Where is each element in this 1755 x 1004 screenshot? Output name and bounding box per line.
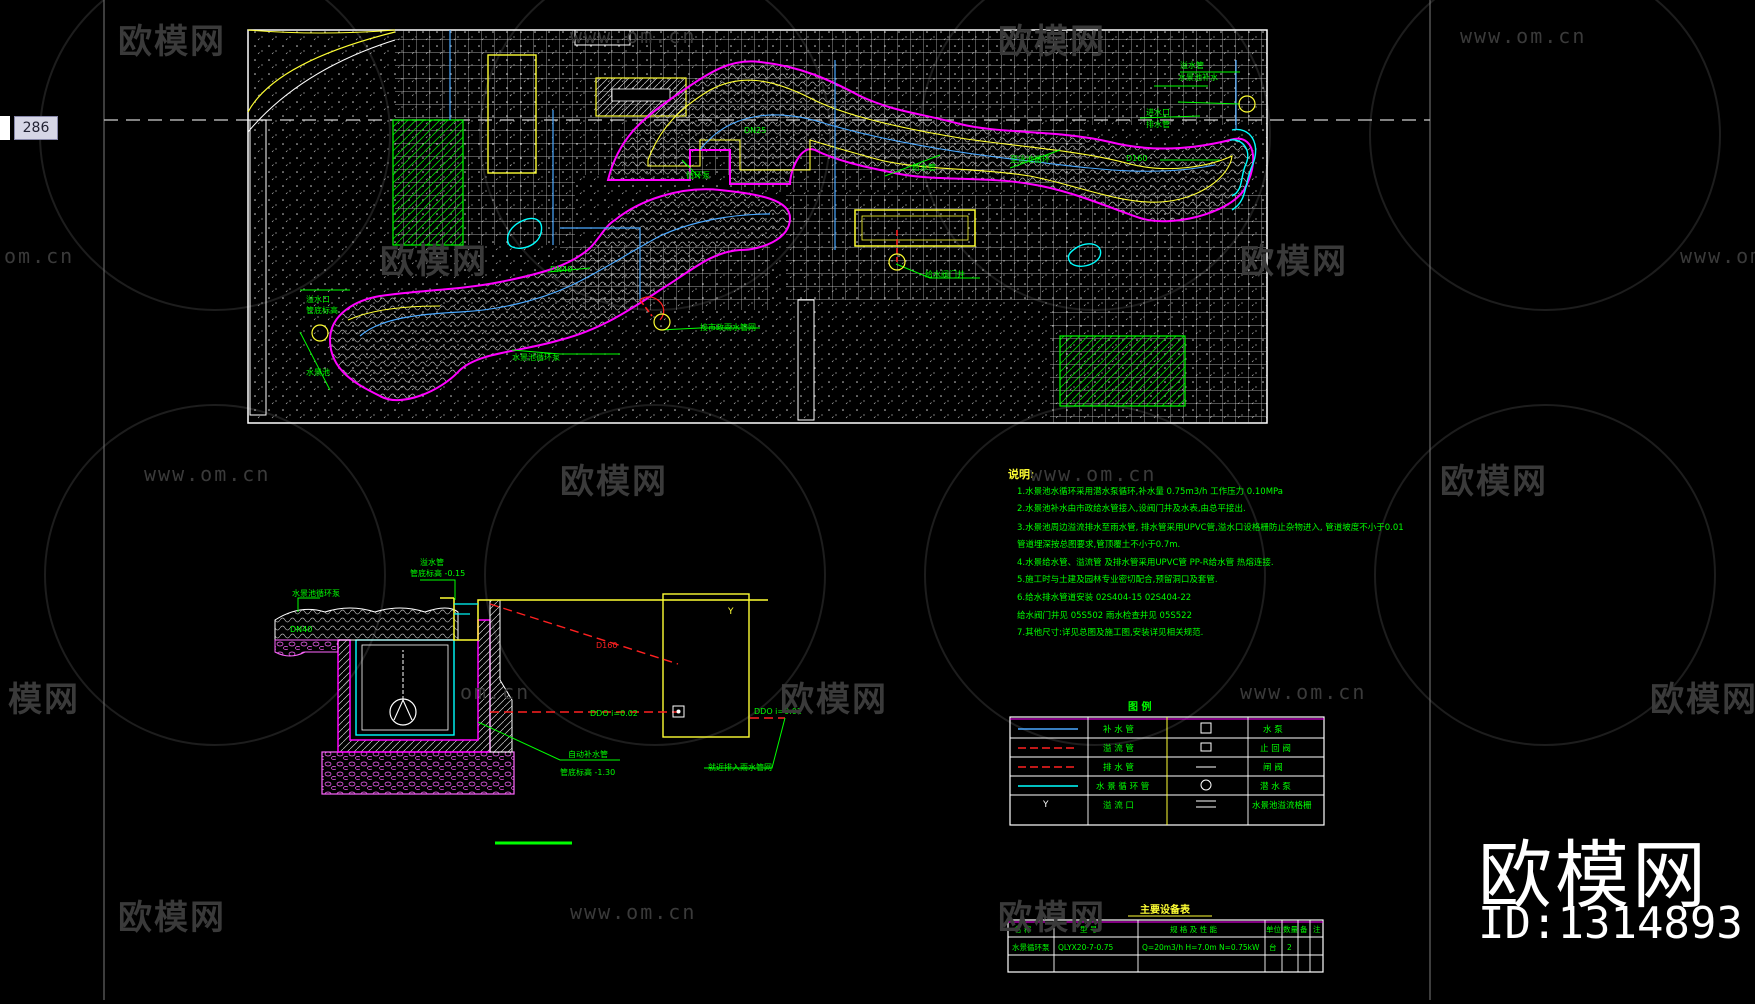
coordinate-readout[interactable]: 286 (14, 116, 58, 140)
equipment-cell: QLYX20-7-0.75 (1058, 943, 1113, 952)
equipment-cell: Q=20m3/h H=7.0m N=0.75kW (1142, 943, 1260, 952)
plan-label: D160 (1126, 154, 1147, 163)
equipment-header: 名 称 (1014, 924, 1032, 934)
equipment-header: 备 (1300, 924, 1308, 934)
watermark-brand: 欧模网 (1240, 242, 1348, 282)
legend-symbol-label: 闸 阀 (1263, 763, 1283, 773)
legend-symbol-y: Y (1042, 800, 1049, 810)
notes-title: 说明: (1008, 467, 1034, 481)
watermark-url: www.om.cn (1240, 680, 1367, 704)
plan-label: 循环泵 (686, 170, 710, 180)
watermark-brand: 欧模网 (998, 898, 1106, 938)
plan-label: 管底标高 (306, 305, 338, 315)
plan-label: 排水管 (1146, 119, 1170, 129)
watermark-brand: 欧模网 (1440, 462, 1548, 502)
equipment-cell: 2 (1287, 943, 1292, 952)
plan-label: DN40 (550, 265, 572, 274)
note-line: 3.水景池周边溢流排水至雨水管, 排水管采用UPVC管,溢水口设格栅防止杂物进入… (1017, 522, 1404, 533)
section-label: 管底标高 -1.30 (560, 767, 615, 777)
plan-label: 溢水管 (1180, 60, 1204, 70)
section-label: 水景池循环泵 (292, 588, 340, 598)
watermark-brand: 欧模网 (380, 242, 488, 282)
plan-label: 接市政雨水管网 (700, 322, 756, 332)
watermark-brand: 欧模网 (560, 462, 668, 502)
watermark-url: www.om.cn (1460, 24, 1587, 48)
equipment-header: 单位 (1266, 924, 1282, 934)
legend-line-label: 溢 流 口 (1103, 800, 1134, 811)
legend-symbol-label: 水 泵 (1263, 724, 1283, 735)
note-line: 给水阀门井见 05S502 雨水检查井见 05S522 (1017, 610, 1192, 621)
section-label: 溢水管 (420, 557, 444, 567)
plan-label: 水景池循环泵 (512, 352, 560, 362)
legend-table: 图 例 Y 补 水 管 溢 流 管 排 水 管 水 景 循 环 管 溢 流 口 … (1009, 700, 1325, 826)
equipment-header: 型 号 (1080, 925, 1097, 934)
watermark-url: www.om.cn (1680, 244, 1755, 268)
legend-line-label: 水 景 循 环 管 (1096, 781, 1149, 792)
plan-label: DN25 (744, 126, 766, 135)
watermark-brand: 欧模网 (998, 22, 1106, 62)
section-label: D160 (596, 641, 617, 650)
plan-label: 溢水口 (306, 294, 330, 304)
legend-symbol-label: 止 回 阀 (1260, 743, 1291, 754)
legend-title: 图 例 (1128, 700, 1151, 713)
watermark-brand-partial: 模网 (8, 680, 80, 720)
pool-section-detail: Y 溢水管 管底标高 -0.15 水景池循环泵 DN40 自动补水管 管底标高 … (274, 557, 802, 845)
watermark-url: www.om.cn (570, 24, 697, 48)
section-label: 自动补水管 (568, 749, 608, 759)
note-line: 6.给水排水管道安装 02S404-15 02S404-22 (1017, 592, 1191, 603)
equipment-table: 主要设备表 名 称 型 号 规 格 及 性 能 单位 数量 备 注 水景循环泵 … (1007, 903, 1324, 973)
watermark-url: www.om.cn (144, 462, 271, 486)
watermark-brand: 欧模网 (1650, 680, 1755, 720)
plan-label: 至泳池循环 (1010, 154, 1050, 164)
legend-symbol-label: 潜 水 泵 (1260, 781, 1291, 792)
equipment-title: 主要设备表 (1140, 903, 1191, 916)
note-line: 1.水景池水循环采用潜水泵循环,补水量 0.75m3/h 工作压力 0.10MP… (1017, 486, 1283, 497)
design-notes: 说明: 1.水景池水循环采用潜水泵循环,补水量 0.75m3/h 工作压力 0.… (1008, 467, 1404, 638)
equipment-cell: 水景循环泵 (1012, 942, 1050, 952)
site-plan: 溢水口 管底标高 水景池 D160 循环泵 给水管 进水口 排水管 DN40 D… (247, 29, 1268, 424)
note-line: 4.水景给水管、溢流管 及排水管采用UPVC管 PP-R给水管 热熔连接. (1017, 557, 1274, 568)
watermark-url-partial: om.cn (460, 680, 531, 704)
watermark-url-partial: om.cn (4, 244, 75, 268)
equipment-header: 数量 (1283, 924, 1299, 934)
coordinate-tab[interactable] (0, 116, 10, 140)
plan-label: 进水口 (1146, 107, 1170, 117)
section-label: Y (727, 607, 734, 617)
watermark-brand: 欧模网 (118, 898, 226, 938)
plan-label: 给水管 (912, 162, 936, 172)
legend-line-label: 排 水 管 (1103, 762, 1134, 773)
watermark-url: www.om.cn (1030, 462, 1157, 486)
section-label: DDO i=0.02 (590, 709, 638, 718)
corner-brand-name: 欧模网 (1478, 833, 1709, 919)
watermark-brand: 欧模网 (118, 22, 226, 62)
note-line: 2.水景池补水由市政给水管接入,设阀门井及水表,由总平接出. (1017, 503, 1246, 514)
legend-line-label: 溢 流 管 (1103, 743, 1134, 754)
plan-label: 给水阀门井 (925, 269, 965, 279)
note-line: 5.施工时与土建及园林专业密切配合,预留洞口及套管. (1017, 574, 1218, 585)
plan-label: 水景池 (306, 367, 330, 377)
equipment-cell: 台 (1269, 942, 1277, 952)
corner-brand-id: ID:1314893 (1478, 898, 1743, 949)
note-line: 管道埋深按总图要求,管顶覆土不小于0.7m. (1017, 539, 1180, 550)
legend-line-label: 补 水 管 (1103, 724, 1134, 735)
section-label: 就近排入雨水管网 (708, 762, 772, 772)
note-line: 7.其他尺寸:详见总图及施工图,安装详见相关规范. (1017, 627, 1203, 638)
watermark-brand: 欧模网 (780, 680, 888, 720)
equipment-header: 注 (1313, 924, 1321, 934)
watermark-url: www.om.cn (570, 900, 697, 924)
section-label: DDO i=0.01 (754, 707, 802, 716)
section-label: DN40 (290, 625, 312, 634)
legend-symbol-label: 水景池溢流格栅 (1252, 800, 1312, 811)
plan-label: 水景池补水 (1178, 72, 1218, 82)
equipment-header: 规 格 及 性 能 (1170, 924, 1218, 934)
section-label: 管底标高 -0.15 (410, 568, 465, 578)
